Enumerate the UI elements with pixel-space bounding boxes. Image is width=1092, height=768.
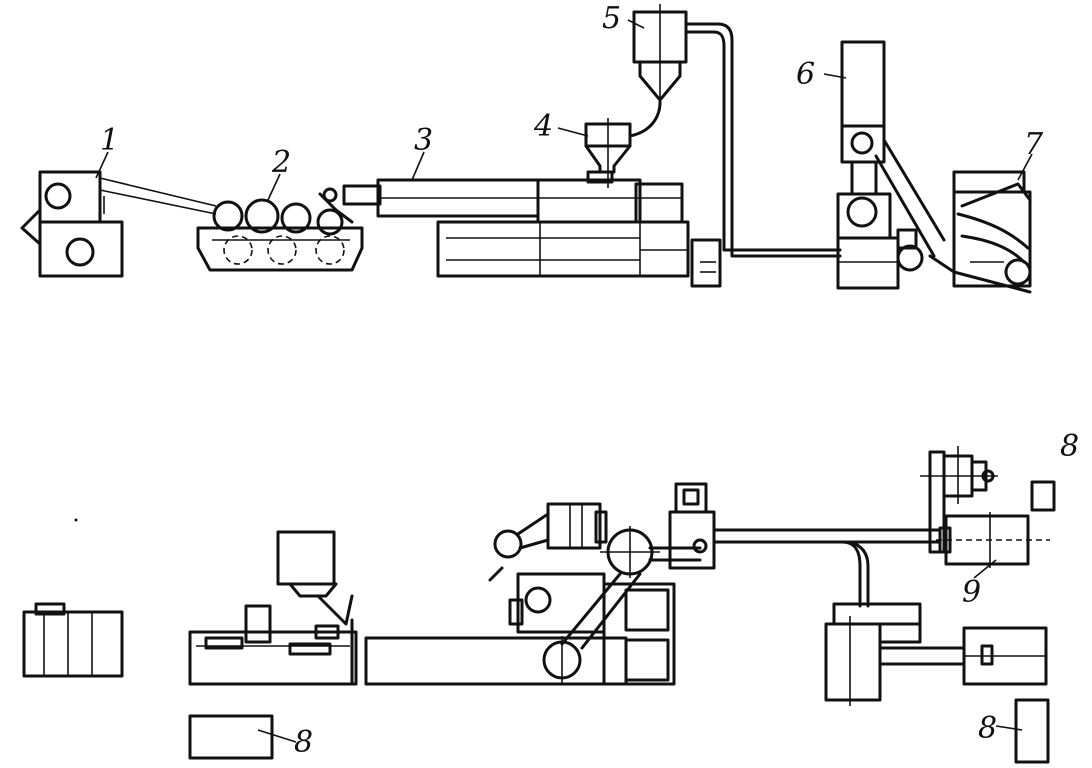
unit-9-motor [936, 512, 1050, 568]
unit-bottom-feeder [188, 530, 358, 686]
label-2: 2 [271, 145, 291, 180]
unit-bottom-cooler [668, 482, 942, 570]
unit-1-drive [20, 170, 217, 278]
label-7: 7 [1024, 127, 1044, 162]
label-3: 3 [414, 123, 433, 158]
unit-8-panel-c [995, 698, 1050, 764]
unit-bottom-right-machine [824, 602, 1048, 706]
pipe-bottom [840, 540, 870, 608]
unit-7-winder [928, 170, 1032, 294]
unit-8-panel-b [1030, 480, 1056, 512]
label-4: 4 [533, 109, 553, 144]
unit-bottom-right-spool [920, 446, 998, 554]
label-1: 1 [100, 123, 119, 158]
unit-5-cyclone [632, 4, 842, 288]
label-6: 6 [796, 57, 815, 92]
unit-3-extruder [342, 170, 690, 278]
label-8-left: 8 [294, 725, 313, 760]
unit-left-cabinet [22, 602, 124, 678]
unit-2-rollers [196, 187, 364, 272]
label-5: 5 [602, 1, 621, 36]
unit-bottom-winder-head [488, 502, 608, 582]
stray-dot [74, 518, 78, 522]
unit-4-hopper [584, 100, 662, 188]
leader-lines [95, 19, 1033, 579]
label-8-top: 8 [1060, 429, 1079, 464]
label-8-right: 8 [978, 711, 997, 746]
unit-bottom-drive [508, 526, 702, 686]
unit-6-pelletizer [836, 40, 946, 290]
unit-8-panel-a [188, 714, 297, 760]
label-9: 9 [962, 575, 981, 610]
